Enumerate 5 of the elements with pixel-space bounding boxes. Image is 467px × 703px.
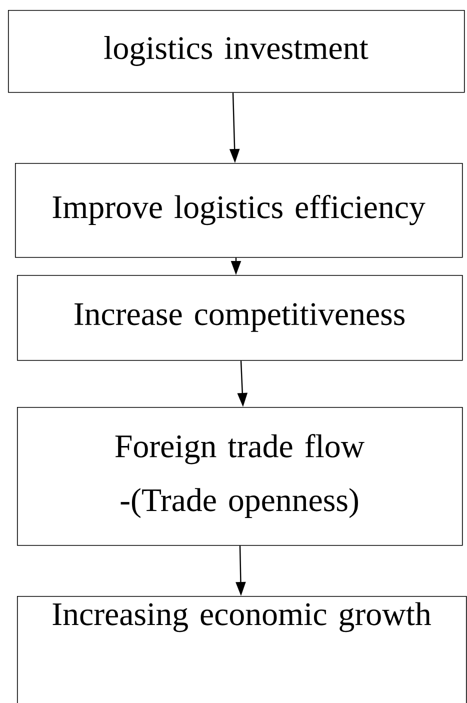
process-box: Increasing economic growth [17, 596, 467, 703]
process-box: Foreign trade flow -(Trade openness) [17, 407, 463, 546]
process-box: logistics investment [8, 10, 465, 93]
process-box: Improve logistics efficiency [15, 163, 463, 258]
process-box: Increase competitiveness [17, 275, 463, 361]
